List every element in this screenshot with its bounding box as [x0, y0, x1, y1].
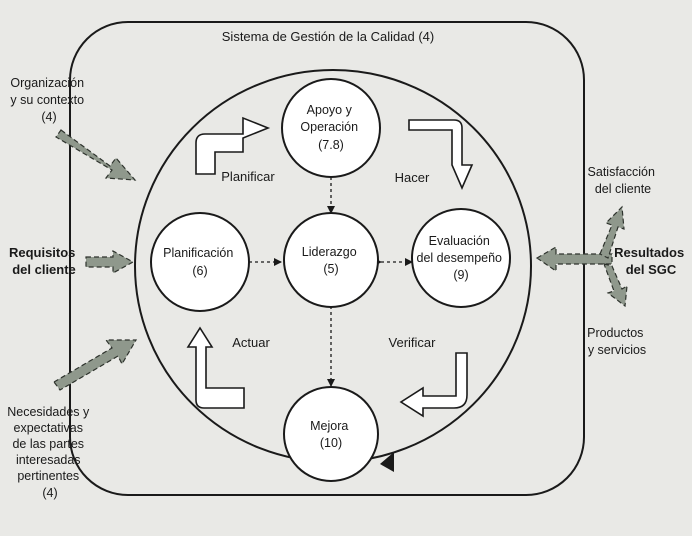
output-arrow-productos — [603, 263, 628, 308]
system-title-bg — [220, 26, 436, 46]
label-organizacion: Organización y su contexto (4) — [10, 76, 87, 124]
label-actuar: Actuar — [232, 335, 270, 350]
label-verificar: Verificar — [389, 335, 437, 350]
node-liderazgo — [283, 212, 379, 308]
label-hacer: Hacer — [395, 170, 430, 185]
node-apoyo-label: Apoyo y Operación (7.8) — [300, 103, 361, 152]
label-requisitos: Requisitos del cliente — [9, 245, 79, 277]
arrow-verificar — [399, 352, 468, 418]
cycle-arrowhead — [380, 452, 394, 472]
label-necesidades: Necesidades y expectativas de las partes… — [7, 405, 92, 500]
label-resultados: Resultados del SGC — [614, 245, 688, 277]
node-apoyo-operacion — [281, 78, 381, 178]
dashed-connectors — [242, 170, 413, 387]
node-planificacion-label: Planificación (6) — [163, 246, 237, 278]
label-productos: Productos y servicios — [587, 326, 647, 357]
arrow-planificar — [195, 116, 271, 175]
input-arrow-organizacion — [55, 129, 137, 181]
label-planificar: Planificar — [221, 169, 275, 184]
input-arrow-necesidades — [53, 339, 138, 391]
label-satisfaccion: Satisfacción del cliente — [588, 165, 659, 196]
node-mejora-label: Mejora (10) — [310, 419, 352, 450]
input-arrow-requisitos — [85, 249, 135, 275]
arrow-actuar — [186, 326, 245, 409]
arrow-hacer — [408, 119, 474, 191]
output-arrow-satisfaccion — [599, 205, 625, 259]
output-arrow-resultados — [535, 245, 613, 273]
system-title: Sistema de Gestión de la Calidad (4) — [222, 29, 434, 44]
node-planificacion — [150, 212, 250, 312]
node-evaluacion — [411, 208, 511, 308]
node-mejora — [283, 386, 379, 482]
node-liderazgo-label: Liderazgo (5) — [302, 245, 360, 276]
node-evaluacion-label: Evaluación del desempeño (9) — [417, 234, 506, 282]
